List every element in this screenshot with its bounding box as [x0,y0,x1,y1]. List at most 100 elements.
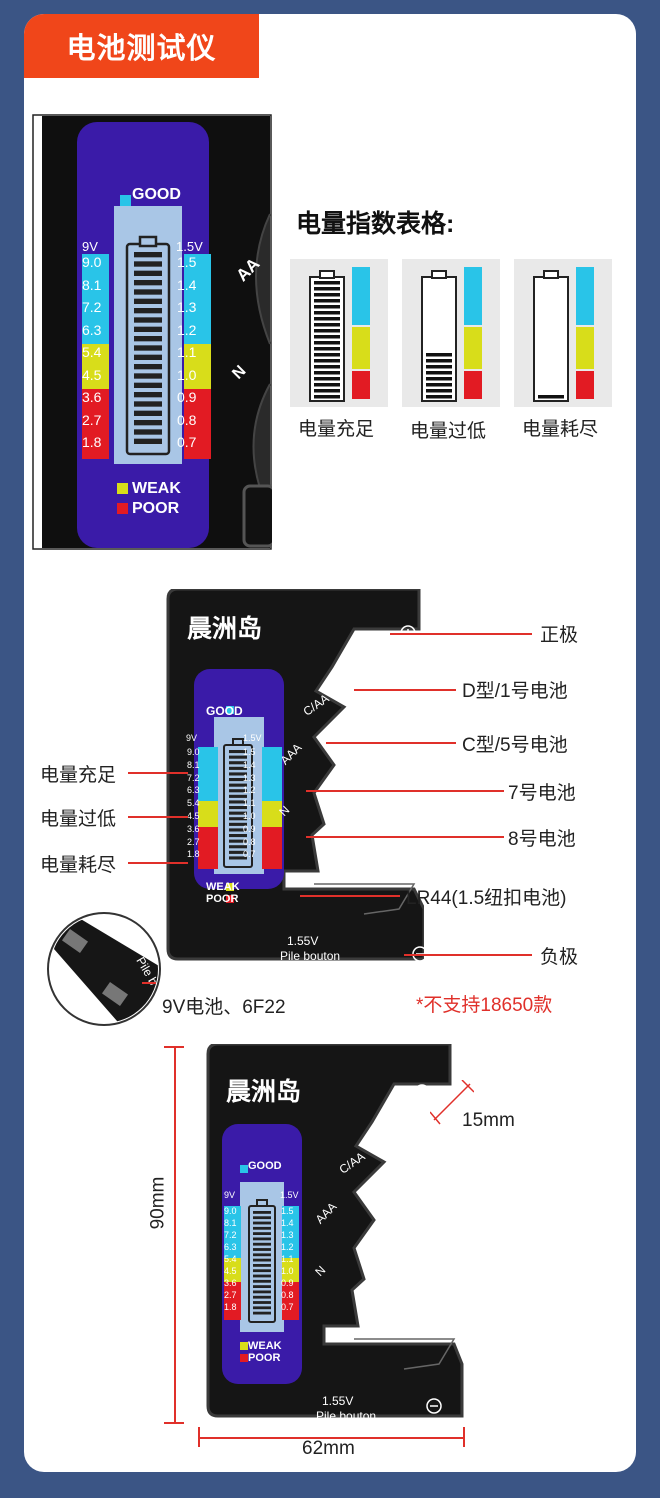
battery-level-bar [426,365,452,369]
device2-col-9v: 9V [224,1190,236,1200]
width-tick-right [463,1427,465,1447]
battery-level-bar [538,395,564,399]
callout-low: 电量过低 [40,809,117,830]
device2-left-value: 8.1 [224,1218,237,1228]
level-bar [229,845,247,849]
callout-full: 电量充足 [40,765,117,786]
height-tick-top [164,1046,184,1048]
level-bar [253,1295,271,1299]
battery-level-bar [426,359,452,363]
device2-right-value: 1.0 [281,1266,294,1276]
level-bar [134,382,162,388]
closeup-right-value: 1.4 [177,276,197,293]
battery-level-bar [426,353,452,357]
battery-level-bar [426,389,452,393]
level-bar [253,1290,271,1294]
battery-level-bar [314,395,340,399]
height-label: 90mm [147,1176,169,1230]
width-label: 62mm [302,1438,355,1459]
battery-cap [319,270,335,279]
device-legend-poor: POOR [206,893,239,905]
device-left-value: 3.6 [187,823,200,834]
device2-right-value: 1.3 [281,1230,294,1240]
closeup-right-value: 0.9 [177,389,197,405]
device2-legend-weak: WEAK [248,1340,282,1352]
level-bar [229,789,247,793]
battery-level-bar [314,383,340,387]
closeup-left-value: 8.1 [82,276,102,293]
device-right-value: 0.8 [243,836,256,847]
closeup-left-value: 9.0 [82,254,102,270]
closeup-right-value: 1.1 [177,344,197,360]
level-bar [253,1311,271,1315]
level-bar [229,800,247,804]
device-legend-good: GOOD [206,704,243,718]
callout-line-empty [128,862,188,864]
device2-left-value: 1.8 [224,1302,237,1312]
battery-level-bar [314,353,340,357]
callout-line-negative [404,954,532,956]
nine-v-magnifier [47,912,161,1026]
device-left-value: 7.2 [187,772,200,783]
level-bar [134,298,162,304]
callout-positive: 正极 [540,625,579,646]
closeup-legend-poor: POOR [132,500,180,517]
level-color-strip [352,327,370,369]
battery-level-bar [314,287,340,291]
level-bar [134,392,162,398]
device-right-value: 1.1 [243,798,256,809]
battery-level-bar [314,335,340,339]
device-right-value: 1.2 [243,785,256,796]
device2-button-label: Pile bouton [316,1409,377,1423]
level-bar [229,822,247,826]
callout-line-9v [142,982,156,984]
device2-left-value: 6.3 [224,1242,237,1252]
device2-right-value: 1.2 [281,1242,294,1252]
callout-c-battery: C型/5号电池 [462,735,568,756]
device-right-value: 1.0 [243,811,256,821]
level-bar [253,1216,271,1220]
level-color-strip [576,327,594,369]
level-color-strip [464,371,482,399]
note-no-18650: *不支持18650款 [416,995,553,1016]
closeup-col-15v: 1.5V [176,239,203,254]
level-bar [253,1301,271,1304]
battery-level-bar [426,383,452,387]
level-bar [253,1242,271,1246]
battery-cap [431,270,447,279]
battery-level-bar [314,377,340,381]
level-bar [134,429,162,435]
battery-level-bar [314,293,340,297]
device-button-label: Pile bouton [280,949,341,963]
level-color-strip [576,371,594,399]
closeup-left-value: 4.5 [82,366,102,383]
device-left-value: 6.3 [187,785,200,796]
level-bar [229,778,247,782]
level-bar [229,761,247,765]
level-bar [134,289,162,295]
battery-icon [533,276,569,402]
level-color-strip [464,327,482,369]
battery-level-bar [314,281,340,285]
level-bar [134,438,162,444]
closeup-right-value: 1.0 [177,366,197,383]
meter-closeup [32,114,272,550]
device2-right-value: 1.5 [281,1206,294,1216]
battery-level-bar [426,371,452,375]
battery-level-bar [314,341,340,345]
level-bar [229,839,247,843]
device2-left-value: 9.0 [224,1206,237,1216]
device2-left-value: 2.7 [224,1290,237,1300]
closeup-left-value: 1.8 [82,434,102,450]
level-bar [134,252,162,258]
level-bar [253,1279,271,1283]
device2-button-v: 1.55V [322,1394,354,1408]
level-bar [134,345,162,351]
device-right-value: 1.3 [243,772,256,783]
device-left-value: 5.4 [187,798,200,809]
level-bar [134,270,162,276]
battery-level-bar [314,317,340,321]
width-dimension-line [198,1437,464,1439]
callout-n-battery: 8号电池 [508,829,576,850]
